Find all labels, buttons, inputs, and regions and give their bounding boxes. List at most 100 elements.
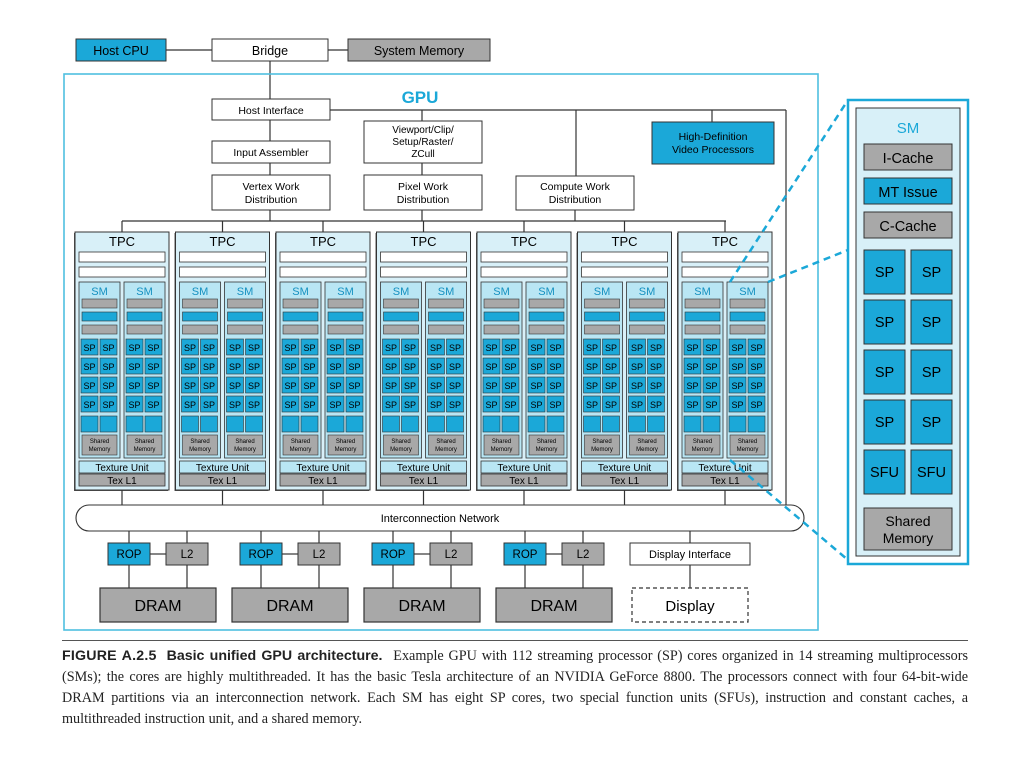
sp-label: SP xyxy=(430,400,442,410)
sm-shared-memory-bar xyxy=(282,434,319,456)
rop-label: ROP xyxy=(381,549,406,561)
sp-core xyxy=(702,338,721,356)
sp-core xyxy=(200,395,218,413)
sp-label: SP xyxy=(750,400,762,410)
sp-label: SP xyxy=(530,400,542,410)
texture-unit-label: Texture Unit xyxy=(397,463,451,474)
dram-label: DRAM xyxy=(266,598,313,615)
sm-icache-bar xyxy=(528,298,565,309)
sp-core xyxy=(446,357,464,375)
sp-label: SP xyxy=(549,343,561,353)
sp-label: SP xyxy=(385,343,397,353)
compute-work-line-2: Distribution xyxy=(549,194,602,206)
sfu-unit xyxy=(728,415,747,433)
sp-label: SP xyxy=(404,362,416,372)
viewport-line-2: Setup/Raster/ xyxy=(392,137,453,148)
caption-rule xyxy=(62,640,968,641)
sp-label: SP xyxy=(650,343,662,353)
sp-label: SP xyxy=(128,343,140,353)
sfu-unit xyxy=(446,415,464,433)
sp-label: SP xyxy=(549,400,561,410)
sp-core xyxy=(226,395,244,413)
display-label: Display xyxy=(665,598,715,615)
sp-label: SP xyxy=(650,381,662,391)
sp-core xyxy=(446,338,464,356)
tpc-controller-bar xyxy=(78,266,166,278)
sp-core xyxy=(628,376,646,394)
sm-shared-memory-line-2: Memory xyxy=(883,530,934,546)
viewport-line-3: ZCull xyxy=(411,149,434,160)
sp-core xyxy=(546,357,565,375)
sp-label: SP xyxy=(631,362,643,372)
sp-label: SP xyxy=(203,362,215,372)
sp-label: SP xyxy=(128,381,140,391)
sp-core xyxy=(382,357,400,375)
sp-core xyxy=(527,357,546,375)
sp-label: SP xyxy=(530,343,542,353)
sp-core xyxy=(747,395,766,413)
sp-core xyxy=(200,376,218,394)
sm-ccache-bar xyxy=(528,324,565,335)
sfu-unit xyxy=(200,415,218,433)
sfu-unit xyxy=(427,415,445,433)
sp-core xyxy=(382,376,400,394)
dram-box xyxy=(231,587,349,623)
tex-l1-bar xyxy=(179,473,266,487)
sfu-unit xyxy=(501,415,520,433)
sp-core xyxy=(527,376,546,394)
sp-core xyxy=(527,395,546,413)
figure-number: FIGURE A.2.5 xyxy=(62,648,157,664)
sp-label: SP xyxy=(750,343,762,353)
texture-unit-label: Texture Unit xyxy=(95,463,149,474)
sp-core xyxy=(728,338,747,356)
sp-core xyxy=(99,357,118,375)
sp-core xyxy=(527,338,546,356)
sm-shared-memory-bar xyxy=(684,434,721,456)
sp-core xyxy=(546,338,565,356)
sp-label: SP xyxy=(449,381,461,391)
sp-core xyxy=(501,357,520,375)
tex-l1-bar xyxy=(480,473,568,487)
dram-label: DRAM xyxy=(530,598,577,615)
sm-shared-memory-line-2: Memory xyxy=(335,447,357,453)
sfu-unit xyxy=(125,415,144,433)
sp-label: SP xyxy=(128,400,140,410)
sp-label: SP xyxy=(504,400,516,410)
sm-shared-memory-bar xyxy=(227,434,263,456)
sp-core xyxy=(401,376,419,394)
sp-core xyxy=(482,376,501,394)
sp-detail-box xyxy=(863,349,906,395)
tex-l1-label: Tex L1 xyxy=(308,476,338,487)
sp-core xyxy=(181,376,199,394)
sfu-unit xyxy=(702,415,721,433)
sp-label: SP xyxy=(485,343,497,353)
tpc-geometry-bar xyxy=(681,251,769,263)
sp-core xyxy=(501,395,520,413)
sm-label: SM xyxy=(136,286,153,298)
sm-shared-memory-line-1: Shared xyxy=(537,439,556,445)
sp-core xyxy=(382,395,400,413)
sp-label: SP xyxy=(750,362,762,372)
sfu-unit xyxy=(647,415,665,433)
sp-core xyxy=(345,395,364,413)
sp-detail-box xyxy=(910,399,953,445)
sp-core xyxy=(546,395,565,413)
sp-core xyxy=(125,395,144,413)
sp-label: SP xyxy=(248,381,260,391)
sp-label: SP xyxy=(731,381,743,391)
sp-label: SP xyxy=(686,381,698,391)
sp-core xyxy=(345,357,364,375)
sp-core xyxy=(401,395,419,413)
sp-core xyxy=(99,376,118,394)
sp-label: SP xyxy=(586,400,598,410)
sm-icache-bar xyxy=(428,298,464,309)
sm-mtissue-bar xyxy=(282,311,319,322)
sm-ccache-bar xyxy=(81,324,118,335)
sm-shared-memory-line-2: Memory xyxy=(491,447,513,453)
sm-shared-memory-bar xyxy=(584,434,620,456)
sp-label: SP xyxy=(404,400,416,410)
sp-label: SP xyxy=(128,362,140,372)
display-box xyxy=(631,587,749,623)
sm-shared-memory-line-1: Shared xyxy=(391,439,410,445)
tpc-label: TPC xyxy=(310,234,336,249)
